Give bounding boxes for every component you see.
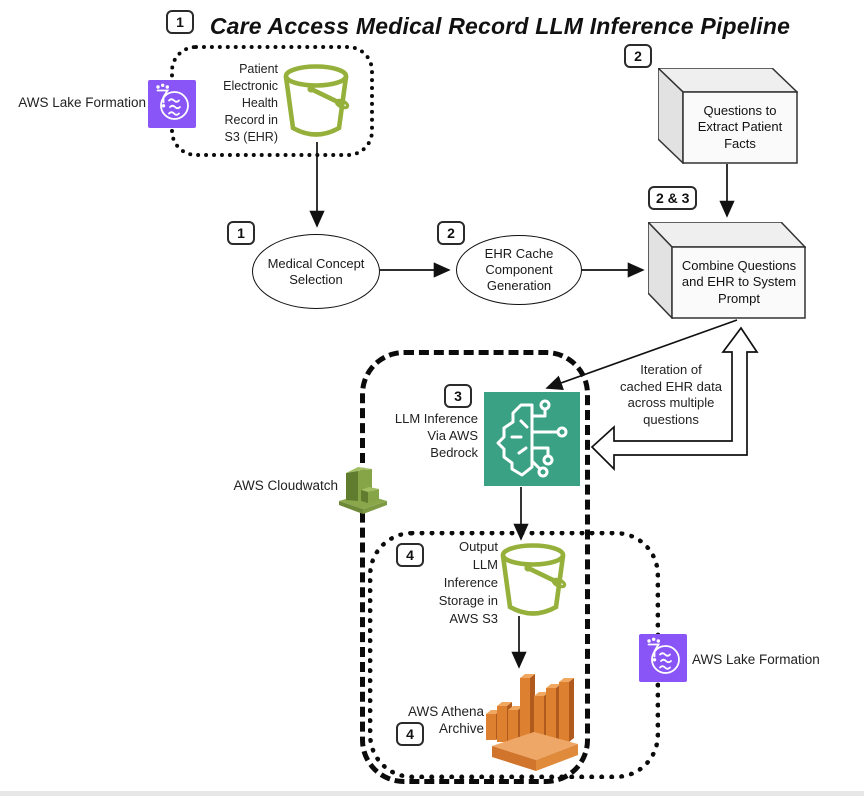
lake-formation-top-label: AWS Lake Formation	[18, 95, 146, 110]
badge-step1-top: 1	[166, 10, 194, 34]
cloudwatch-label: AWS Cloudwatch	[233, 478, 338, 493]
page-title: Care Access Medical Record LLM Inference…	[209, 13, 791, 39]
inference-group-box	[360, 350, 590, 784]
aws-cloudwatch-icon	[334, 456, 392, 519]
aws-lake-formation-bottom-icon	[639, 634, 687, 687]
aws-lake-formation-icon	[148, 80, 196, 133]
questions-box-node: Questions to Extract Patient Facts	[656, 66, 799, 165]
badge-step4-athena: 4	[396, 722, 424, 746]
screen-edge-strip	[0, 791, 864, 796]
lake-formation-bottom-label: AWS Lake Formation	[692, 652, 820, 667]
bedrock-label: LLM Inference Via AWS Bedrock	[394, 411, 478, 460]
athena-label: AWS Athena Archive	[407, 704, 484, 736]
badge-step3: 3	[444, 384, 472, 408]
s3-output-bucket-icon	[494, 542, 572, 626]
badge-step1-mid: 1	[227, 221, 255, 245]
aws-bedrock-icon	[484, 392, 580, 491]
badge-step4-output: 4	[396, 543, 424, 567]
s3-bucket-icon	[278, 63, 354, 147]
combine-prompt-node: Combine Questions and EHR to System Prom…	[646, 220, 807, 320]
badge-step2-mid: 2	[437, 221, 465, 245]
medical-concept-node: Medical Concept Selection	[252, 234, 380, 309]
output-bucket-label: Output LLM Inference Storage in AWS S3	[438, 539, 498, 626]
iteration-note: Iteration of cached EHR data across mult…	[620, 362, 722, 427]
ehr-bucket-label: Patient Electronic Health Record in S3 (…	[223, 62, 278, 144]
aws-athena-icon	[482, 670, 584, 777]
badge-steps-2-3: 2 & 3	[648, 186, 698, 210]
combine-prompt-label: Combine Questions and EHR to System Prom…	[681, 257, 797, 306]
questions-box-label: Questions to Extract Patient Facts	[697, 102, 783, 151]
badge-step2-top: 2	[624, 44, 652, 68]
ehr-cache-node: EHR Cache Component Generation	[456, 235, 582, 305]
